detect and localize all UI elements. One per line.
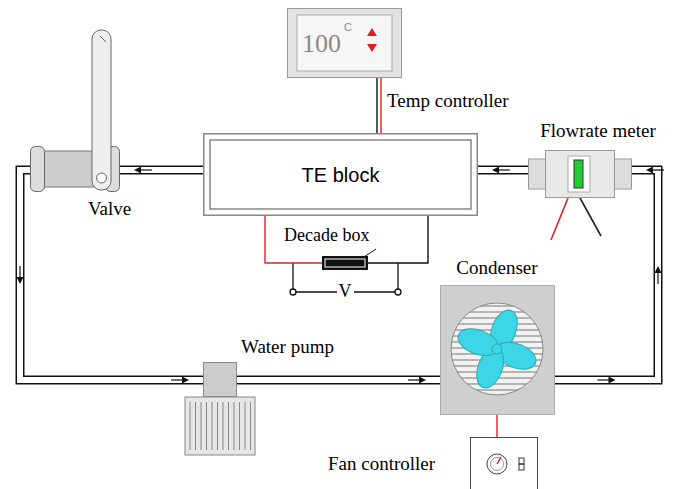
arrow-head	[646, 167, 653, 174]
water-pipe	[478, 167, 528, 174]
decade-box: Decade box	[322, 256, 368, 270]
probe-leads	[551, 198, 601, 240]
arrow-head	[182, 377, 189, 384]
part-label: Temp controller	[387, 90, 509, 113]
pipe-bore	[555, 170, 658, 380]
valve: Valve	[30, 146, 120, 192]
wire	[497, 415, 498, 437]
water-pipe	[120, 167, 203, 174]
pipe-bore	[237, 377, 440, 383]
part-label: Fan controller	[328, 453, 435, 476]
resistor-symbol	[322, 256, 368, 270]
arrow-head	[655, 266, 662, 273]
meter-label: V	[337, 281, 354, 303]
wire-line	[368, 216, 428, 263]
fan-controller: Fan controller	[470, 437, 538, 489]
wire	[377, 78, 381, 133]
pipe-bore	[20, 170, 203, 380]
arrow-head	[17, 277, 24, 284]
part-label: Valve	[88, 198, 131, 221]
leader-line	[364, 249, 376, 257]
flowrate-meter: Flowrate meter	[528, 150, 632, 198]
water-pump: Water pump	[203, 362, 237, 397]
wire-line	[376, 78, 377, 133]
wire-line	[380, 78, 381, 133]
water-pipe	[17, 170, 204, 384]
condenser-fan	[440, 285, 555, 415]
pipe-bore	[478, 167, 528, 173]
box-title: TE block	[302, 163, 380, 187]
pipe-wall	[20, 170, 203, 380]
meter-outline	[528, 150, 632, 198]
part-label: Condenser	[456, 257, 537, 280]
pump-outline	[203, 362, 237, 397]
part-label: 100	[302, 28, 341, 59]
part-label: Decade box	[284, 225, 369, 247]
water-pipe	[555, 167, 664, 384]
te-block: TE block	[203, 133, 478, 216]
condenser: Condenser	[440, 285, 555, 415]
wire-line	[496, 415, 497, 437]
pipe-wall	[555, 170, 658, 380]
controller-outline	[470, 437, 538, 489]
arrow-head	[609, 377, 616, 384]
water-pipe	[237, 377, 440, 384]
part-label: C	[344, 21, 352, 34]
arrow-head	[134, 167, 141, 174]
pipe-bore	[120, 167, 203, 173]
wire	[368, 216, 428, 263]
arrow-head	[419, 377, 426, 384]
pipe-wall	[478, 166, 528, 175]
valve-outline	[30, 146, 120, 192]
arrow-head	[492, 167, 499, 174]
part-label: Flowrate meter	[540, 120, 656, 143]
part-label: Water pump	[241, 336, 334, 359]
temp-controller: 100CTemp controller	[287, 8, 402, 78]
pipe-wall	[237, 376, 440, 385]
pipe-wall	[120, 166, 203, 175]
